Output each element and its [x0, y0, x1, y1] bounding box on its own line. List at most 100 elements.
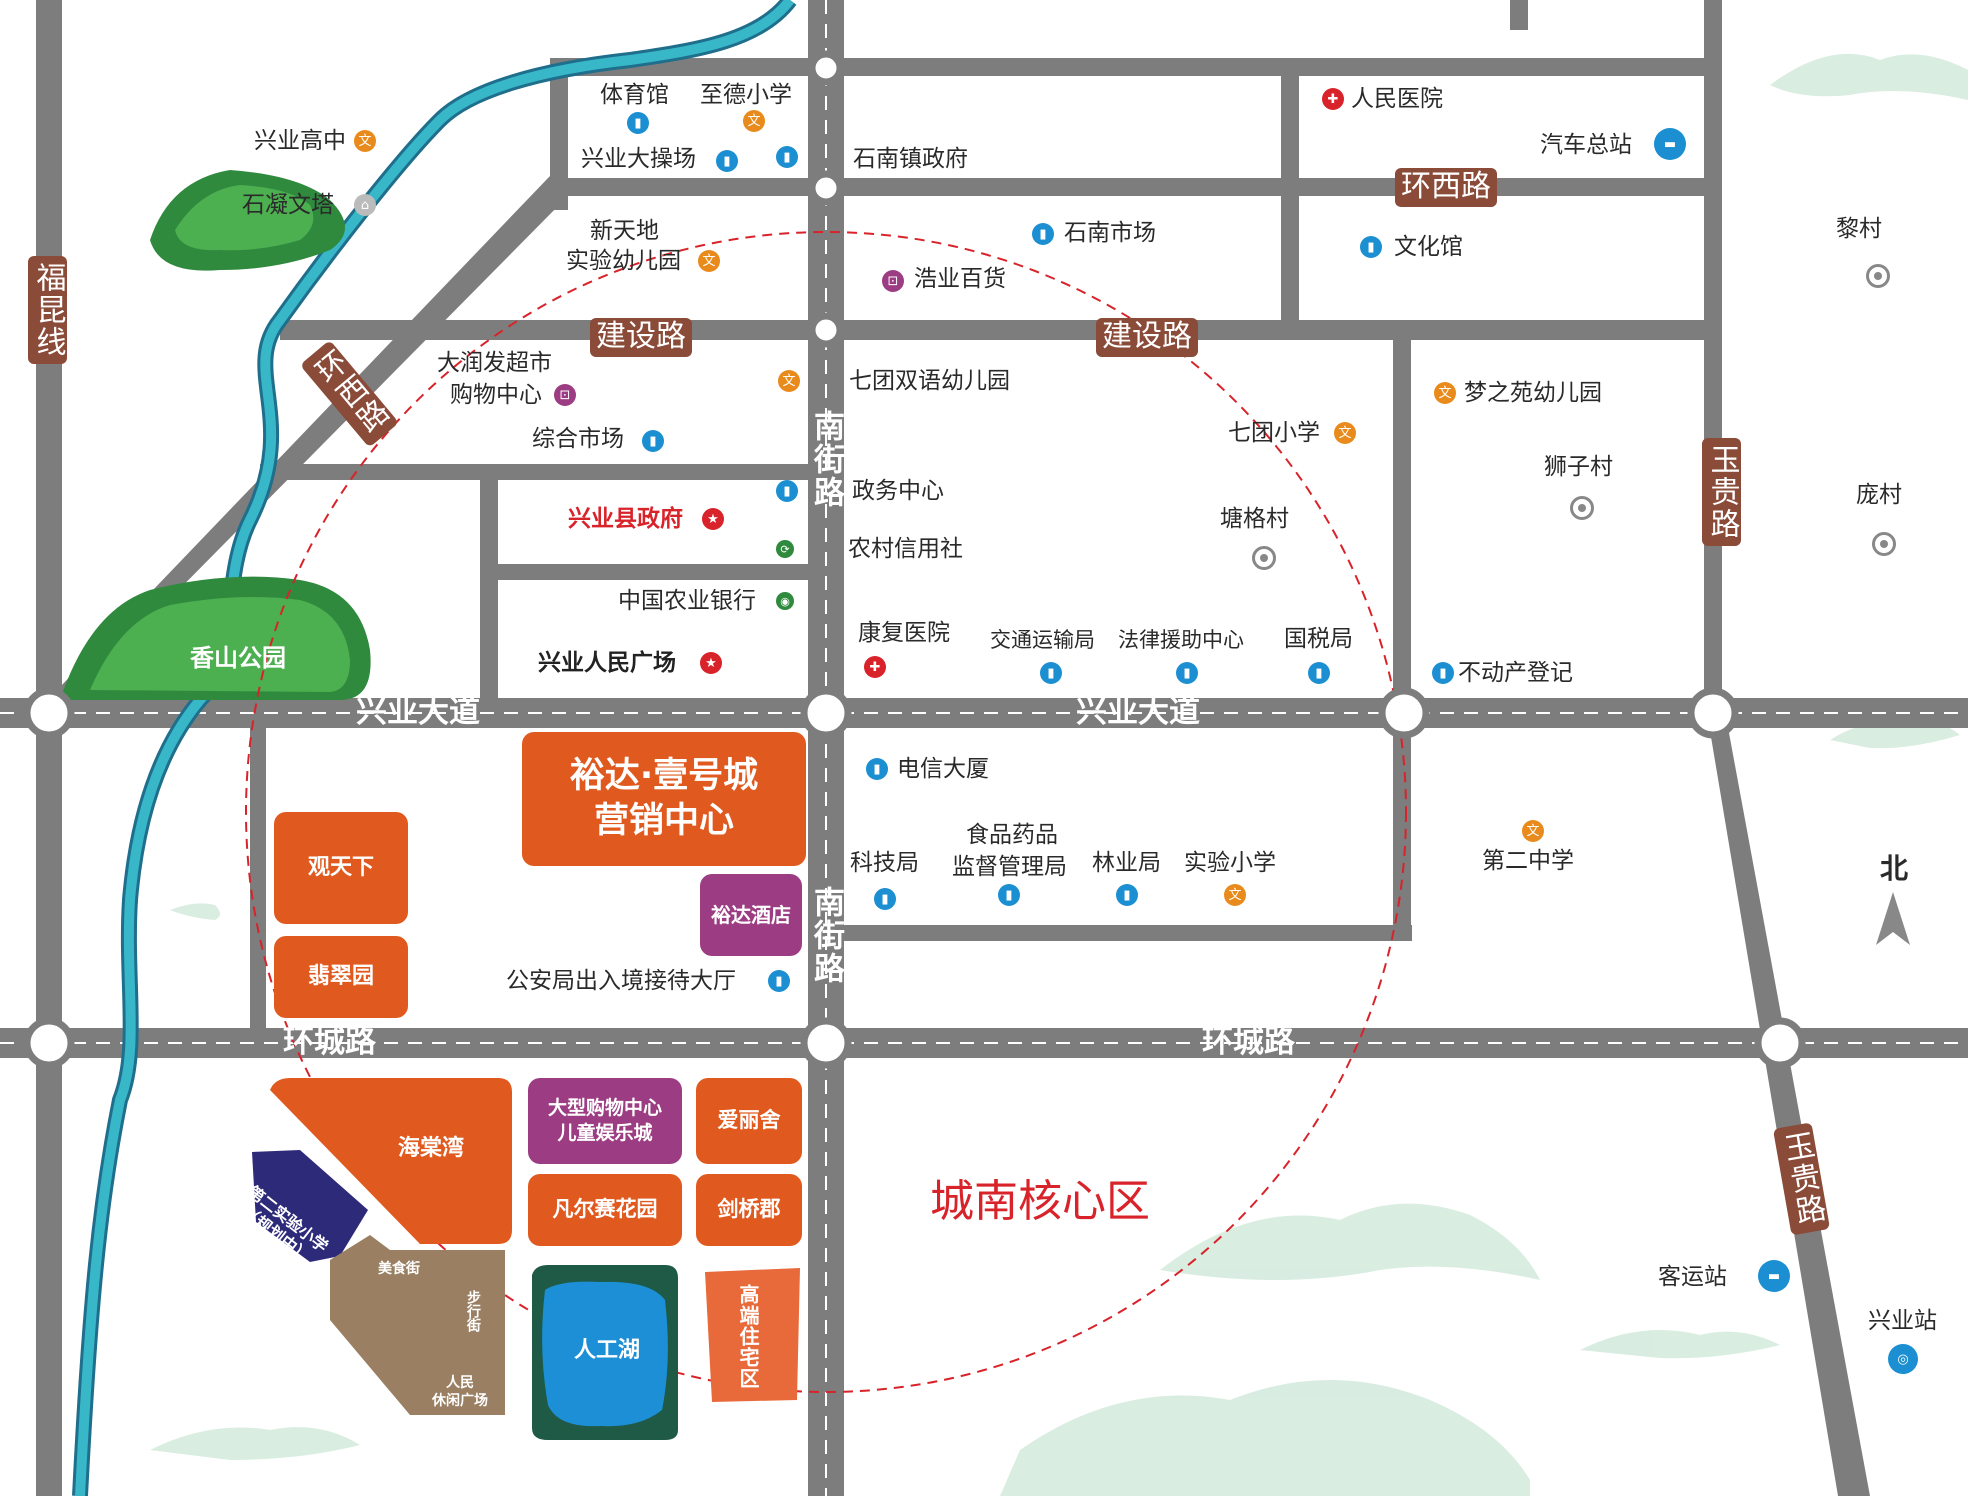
- poi-haoye: 浩业百货: [914, 266, 1006, 292]
- bus-icon: ▬: [1654, 128, 1686, 160]
- yuda-hotel-plot[interactable]: 裕达酒店: [700, 874, 802, 956]
- fukun-line-tag: 福昆线: [28, 256, 67, 364]
- sales-center-plot[interactable]: 裕达·壹号城 营销中心: [522, 732, 806, 866]
- bus-icon: ▬: [1758, 1260, 1790, 1292]
- poi-qituan-school: 七团小学: [1228, 420, 1320, 446]
- xiangshan-park-hill-inner: [90, 596, 350, 692]
- meishi-label: 美食街: [378, 1261, 420, 1277]
- poi-pangcun: 庞村: [1856, 482, 1902, 508]
- xiuxian-label: 人民 休闲广场: [432, 1374, 488, 1410]
- poi-keyun: 客运站: [1658, 1264, 1727, 1290]
- yugui-road-upper-tag: 玉贵路: [1702, 438, 1741, 546]
- xingye-avenue-right-tag: 兴业大道: [1076, 694, 1200, 730]
- building-icon: ▮: [866, 758, 888, 780]
- village-icon: [1866, 264, 1890, 288]
- poi-gongan: 公安局出入境接待大厅: [506, 968, 736, 994]
- core-zone-label: 城南核心区: [930, 1176, 1150, 1227]
- train-station-icon: ◎: [1888, 1344, 1918, 1374]
- poi-darunfa-line1: 大润发超市: [437, 350, 552, 376]
- education-icon: 文: [1522, 820, 1544, 842]
- poi-wenhuaguan: 文化馆: [1394, 234, 1463, 260]
- poi-zonghe-market: 综合市场: [532, 426, 624, 452]
- building-icon: ▮: [998, 884, 1020, 906]
- education-icon: 文: [743, 110, 765, 132]
- mall-plot[interactable]: 大型购物中心 儿童娱乐城: [528, 1078, 682, 1164]
- faner-plot[interactable]: 凡尔赛花园: [528, 1174, 682, 1246]
- poi-renmin-square: 兴业人民广场: [538, 650, 676, 676]
- poi-bus-station: 汽车总站: [1540, 132, 1632, 158]
- government-star-icon: ★: [702, 508, 724, 530]
- building-icon: ▮: [874, 888, 896, 910]
- nanjie-road-upper-tag: 南街路: [808, 410, 844, 509]
- ailishe-plot[interactable]: 爱丽舍: [696, 1078, 802, 1164]
- huanxi-road-upper-tag: 环西路: [1395, 168, 1497, 207]
- mountain-decoration: [150, 53, 1968, 1496]
- pedestrian-plot-shape: [330, 1235, 505, 1415]
- credit-union-icon: ⟳: [776, 540, 794, 558]
- building-icon: ▮: [1360, 236, 1382, 258]
- government-star-icon: ★: [700, 652, 722, 674]
- building-icon: ▮: [1308, 662, 1330, 684]
- education-icon: 文: [1334, 422, 1356, 444]
- gaoduan-plot-shape: [705, 1268, 800, 1402]
- poi-shinan-market: 石南市场: [1064, 220, 1156, 246]
- river-inner: [75, 0, 794, 1496]
- poi-shinan-gov: 石南镇政府: [853, 146, 968, 172]
- lake-label: 人工湖: [574, 1338, 641, 1363]
- village-icon: [1872, 532, 1896, 556]
- education-icon: 文: [698, 250, 720, 272]
- education-icon: 文: [1224, 884, 1246, 906]
- school2-plot-shape: [252, 1150, 368, 1262]
- poi-xiangshan-park: 香山公园: [190, 644, 286, 672]
- poi-shining-wenta: 石凝文塔: [242, 192, 334, 218]
- mall-name: 大型购物中心: [547, 1097, 662, 1120]
- nanjie-road-lower-tag: 南街路: [808, 886, 844, 985]
- poi-shizicun: 狮子村: [1544, 454, 1613, 480]
- mall-subtitle: 儿童娱乐城: [557, 1122, 653, 1144]
- sales-center-subtitle: 营销中心: [593, 801, 734, 841]
- poi-county-gov: 兴业县政府: [568, 506, 683, 532]
- building-icon: ▮: [716, 150, 738, 172]
- jianshe-road-left-tag: 建设路: [590, 318, 692, 357]
- building-icon: ▮: [627, 112, 649, 134]
- education-icon: 文: [1434, 382, 1456, 404]
- building-icon: ▮: [1176, 662, 1198, 684]
- education-icon: 文: [354, 130, 376, 152]
- poi-falv: 法律援助中心: [1118, 628, 1244, 652]
- xiuxian-line1: 人民: [446, 1375, 474, 1391]
- poi-xingye-station: 兴业站: [1868, 1308, 1937, 1334]
- poi-xintiandi-line2: 实验幼儿园: [566, 248, 681, 274]
- guantianxia-plot[interactable]: 观天下: [274, 812, 408, 924]
- shining-park-hill-inner: [175, 185, 314, 251]
- jianshe-road-right-tag: 建设路: [1096, 318, 1198, 357]
- poi-xintiandi-line1: 新天地: [590, 218, 659, 244]
- shopping-cart-icon: ⊡: [554, 384, 576, 406]
- education-icon: 文: [778, 370, 800, 392]
- core-zone-circle: [245, 231, 1407, 1393]
- building-icon: ▮: [1032, 223, 1054, 245]
- building-icon: ▮: [1116, 884, 1138, 906]
- jianqiao-plot[interactable]: 剑桥郡: [696, 1174, 802, 1246]
- poi-xingye-gaozhong: 兴业高中: [254, 128, 346, 154]
- haitangwan-plot-shape: [270, 1078, 512, 1244]
- haitangwan-label: 海棠湾: [398, 1136, 465, 1161]
- poi-guoshui: 国税局: [1284, 626, 1353, 652]
- poi-shiyan-school: 实验小学: [1184, 850, 1276, 876]
- shopping-cart-icon: ⊡: [882, 270, 904, 292]
- building-icon: ▮: [642, 430, 664, 452]
- poi-qituan-kindergarten: 七团双语幼儿园: [849, 368, 1010, 394]
- huancheng-road-left-tag: 环城路: [283, 1024, 376, 1060]
- poi-renmin-hospital: 人民医院: [1351, 86, 1443, 112]
- poi-budongchan: 不动产登记: [1458, 660, 1573, 686]
- poi-tanggecun: 塘格村: [1220, 506, 1289, 532]
- poi-zhengwu: 政务中心: [852, 478, 944, 504]
- poi-dacaochang: 兴业大操场: [581, 146, 696, 172]
- huancheng-road-right-tag: 环城路: [1202, 1024, 1295, 1060]
- poi-kangfu: 康复医院: [858, 620, 950, 646]
- poi-mengzhiyuan: 梦之苑幼儿园: [1464, 380, 1602, 406]
- feicuiyuan-plot[interactable]: 翡翠园: [274, 936, 408, 1018]
- poi-dianxin: 电信大厦: [897, 756, 989, 782]
